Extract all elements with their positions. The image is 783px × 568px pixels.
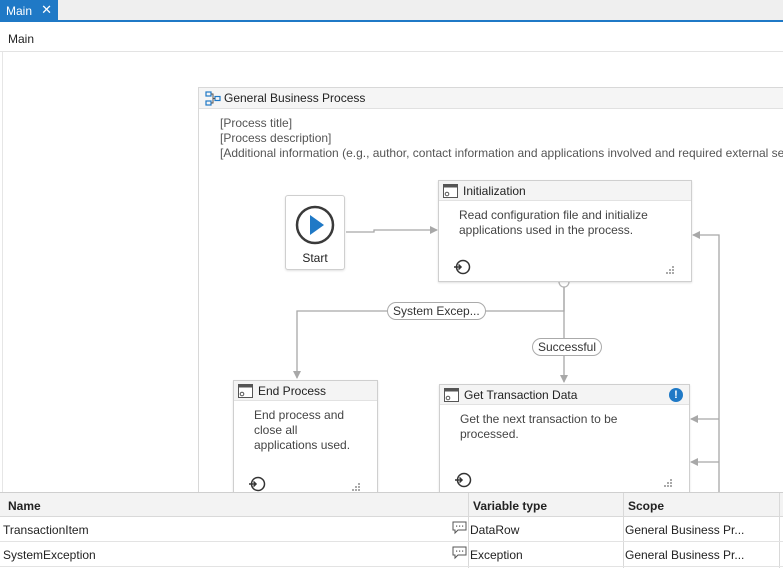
tab-main-label: Main — [6, 4, 33, 18]
transition-successful[interactable]: Successful — [532, 338, 603, 356]
state-machine-header[interactable]: General Business Process — [199, 88, 783, 109]
state-initialization[interactable]: Initialization Read configuration file a… — [438, 180, 692, 282]
variable-scope[interactable]: General Business Pr... — [625, 523, 745, 537]
description-line: Get the next transaction to be — [460, 412, 618, 426]
state-title: Get Transaction Data — [464, 388, 578, 402]
state-machine-icon — [205, 91, 221, 106]
variables-panel: Name Variable type Scope TransactionItem… — [0, 492, 783, 568]
state-description: End process and close all applications u… — [254, 408, 350, 453]
column-header-name[interactable]: Name — [8, 499, 41, 513]
state-icon — [443, 184, 458, 198]
column-header-type[interactable]: Variable type — [473, 499, 548, 513]
variable-type[interactable]: DataRow — [470, 523, 520, 537]
description-line: applications used. — [254, 438, 351, 452]
final-state-icon — [238, 384, 253, 398]
variable-row[interactable]: TransactionItem DataRow General Business… — [0, 517, 783, 542]
state-icon — [444, 388, 459, 402]
tab-main[interactable]: Main ✕ — [0, 0, 58, 22]
description-line: processed. — [460, 427, 519, 441]
column-divider[interactable] — [468, 493, 469, 568]
warning-icon[interactable]: ! — [669, 388, 683, 402]
resize-grip-icon[interactable] — [665, 265, 675, 275]
start-label: Start — [302, 251, 328, 265]
annotation-icon[interactable] — [452, 546, 467, 560]
resize-grip-icon[interactable] — [663, 478, 673, 488]
designer-canvas[interactable]: General Business Process [Process title]… — [2, 52, 783, 492]
variables-header: Name Variable type Scope — [0, 493, 783, 517]
state-machine-container[interactable]: General Business Process [Process title]… — [198, 87, 783, 492]
annotation-line: [Additional information (e.g., author, c… — [220, 146, 783, 160]
state-header: End Process — [234, 381, 377, 401]
state-machine-title: General Business Process — [224, 91, 366, 105]
start-node[interactable]: Start — [285, 195, 345, 270]
variable-type[interactable]: Exception — [470, 548, 523, 562]
description-line: close all — [254, 423, 298, 437]
state-header: Initialization — [439, 181, 691, 201]
state-end-process[interactable]: End Process End process and close all ap… — [233, 380, 378, 492]
column-divider[interactable] — [779, 493, 780, 568]
transition-system-exception[interactable]: System Excep... — [387, 302, 486, 320]
variable-row[interactable]: SystemException Exception General Busine… — [0, 542, 783, 567]
state-title: Initialization — [463, 184, 526, 198]
breadcrumb-bar: Main — [0, 24, 783, 52]
description-line: Read configuration file and initialize — [459, 208, 648, 222]
state-description: Read configuration file and initialize a… — [459, 208, 648, 238]
play-icon — [295, 205, 335, 245]
entry-action-icon[interactable] — [248, 475, 266, 492]
annotation-icon[interactable] — [452, 521, 467, 535]
state-title: End Process — [258, 384, 327, 398]
entry-action-icon[interactable] — [454, 471, 472, 489]
column-divider[interactable] — [623, 493, 624, 568]
state-description: Get the next transaction to be processed… — [460, 412, 617, 442]
annotation-line: [Process description] — [220, 131, 332, 145]
description-line: End process and — [254, 408, 345, 422]
annotation-line: [Process title] — [220, 116, 293, 130]
state-get-transaction-data[interactable]: Get Transaction Data ! Get the next tran… — [439, 384, 690, 492]
entry-action-icon[interactable] — [453, 258, 471, 276]
description-line: applications used in the process. — [459, 223, 634, 237]
close-icon[interactable]: ✕ — [41, 2, 52, 17]
document-tab-strip: Main ✕ — [0, 0, 783, 22]
variable-scope[interactable]: General Business Pr... — [625, 548, 745, 562]
breadcrumb[interactable]: Main — [8, 32, 35, 46]
column-header-scope[interactable]: Scope — [628, 499, 665, 513]
resize-grip-icon[interactable] — [351, 482, 361, 492]
variable-name[interactable]: TransactionItem — [3, 523, 89, 537]
variable-name[interactable]: SystemException — [3, 548, 96, 562]
state-header: Get Transaction Data ! — [440, 385, 689, 405]
